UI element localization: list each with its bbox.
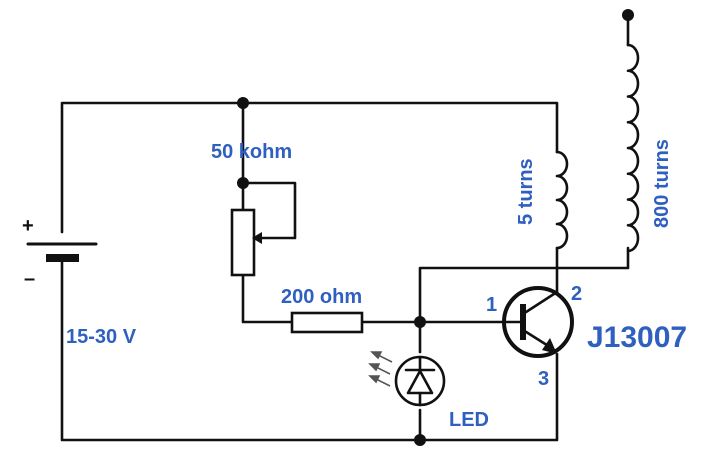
wire-pot-bottom [241,273,294,324]
transistor-emitter-lead [521,328,552,349]
label-pin-base: 1 [486,294,497,316]
coil-5-turns [555,150,569,250]
label-pin-emitter: 3 [538,368,549,390]
wire-bottom-rail [60,256,559,442]
label-coil-800-turns: 800 turns [651,139,673,228]
label-coil-5-turns: 5 turns [515,158,537,225]
label-pin-collector: 2 [571,283,582,305]
wire-large-coil-bottom [555,246,630,270]
terminal-output [622,9,634,21]
led-emission-arrows [368,351,393,387]
transistor [502,286,574,358]
potentiometer-wiper-arrow [252,232,262,244]
transistor-emitter-arrow [542,338,557,354]
label-battery-minus: – [24,268,35,290]
junction-base [414,316,426,328]
battery [26,242,98,262]
label-resistor: 200 ohm [281,286,362,308]
led [368,351,446,407]
label-led: LED [449,409,489,431]
resistor-200-ohm [290,311,364,334]
wires [60,13,630,442]
wire-base-feedback [418,266,559,324]
label-battery-plus: + [22,215,34,237]
battery-plate-negative [46,254,79,262]
junction-pot-wiper [237,177,249,189]
junction-bottom [414,434,426,446]
junction-top [237,97,249,109]
transistor-collector-lead [521,290,559,316]
junctions [237,9,634,446]
wire-pot-wiper [241,181,297,240]
label-voltage: 15-30 V [66,326,137,348]
labels: 50 kohm 200 ohm 15-30 V 5 turns 800 turn… [22,139,687,431]
label-transistor: J13007 [587,321,687,354]
potentiometer-body [230,208,256,277]
wire-top-rail [60,101,559,234]
coil-800-turns [626,43,640,253]
label-potentiometer: 50 kohm [211,141,292,163]
potentiometer [230,208,262,277]
